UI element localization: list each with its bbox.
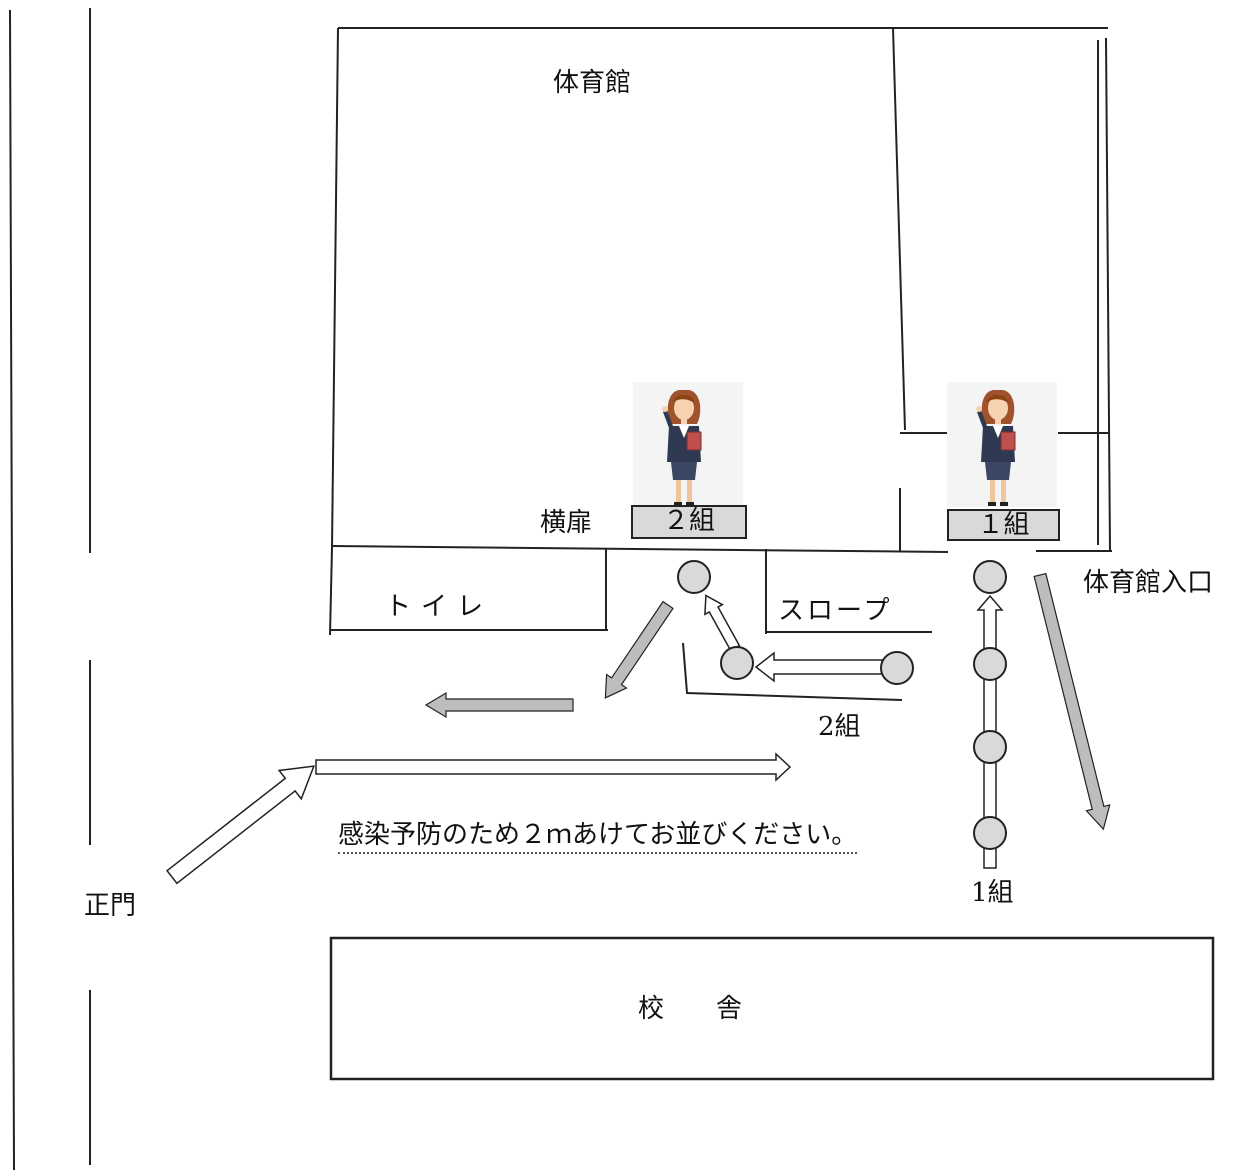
queue-fence-group2 [682,642,903,701]
gym-entrance-label: 体育館入口 [1083,568,1214,598]
woman-staff-icon [633,382,743,507]
queue-position-icon [677,560,1007,850]
group2-badge: ２組 [631,505,747,539]
flow-arrow-icon [754,651,883,683]
flow-arrow-icon [604,600,674,699]
group1-queue-label: 1組 [971,878,1014,908]
flow-arrow-icon [1033,572,1111,831]
flow-arrow-icon [166,765,315,885]
group2-queue-label: 2組 [818,712,861,742]
flow-arrow-icon [315,752,792,782]
main-gate-label: 正門 [84,891,137,921]
notice-text: 感染予防のため２ｍあけてお並びください。 [338,822,858,854]
gym-outline [331,27,1112,553]
toilet-label: トイレ [385,592,494,622]
flow-arrow-icon [704,594,741,652]
side-door-label: 横扉 [540,508,593,538]
flow-arrow-icon [424,691,574,719]
group1-badge: １組 [947,509,1060,541]
school-building [329,936,1215,1081]
woman-staff-icon [947,382,1057,507]
school-building-label: 校 舎 [638,994,743,1024]
toilet-block [329,547,608,636]
slope-label: スロープ [778,596,893,626]
road-lines [9,8,91,1171]
gym-label: 体育館 [553,68,632,98]
slope-block [765,549,932,634]
